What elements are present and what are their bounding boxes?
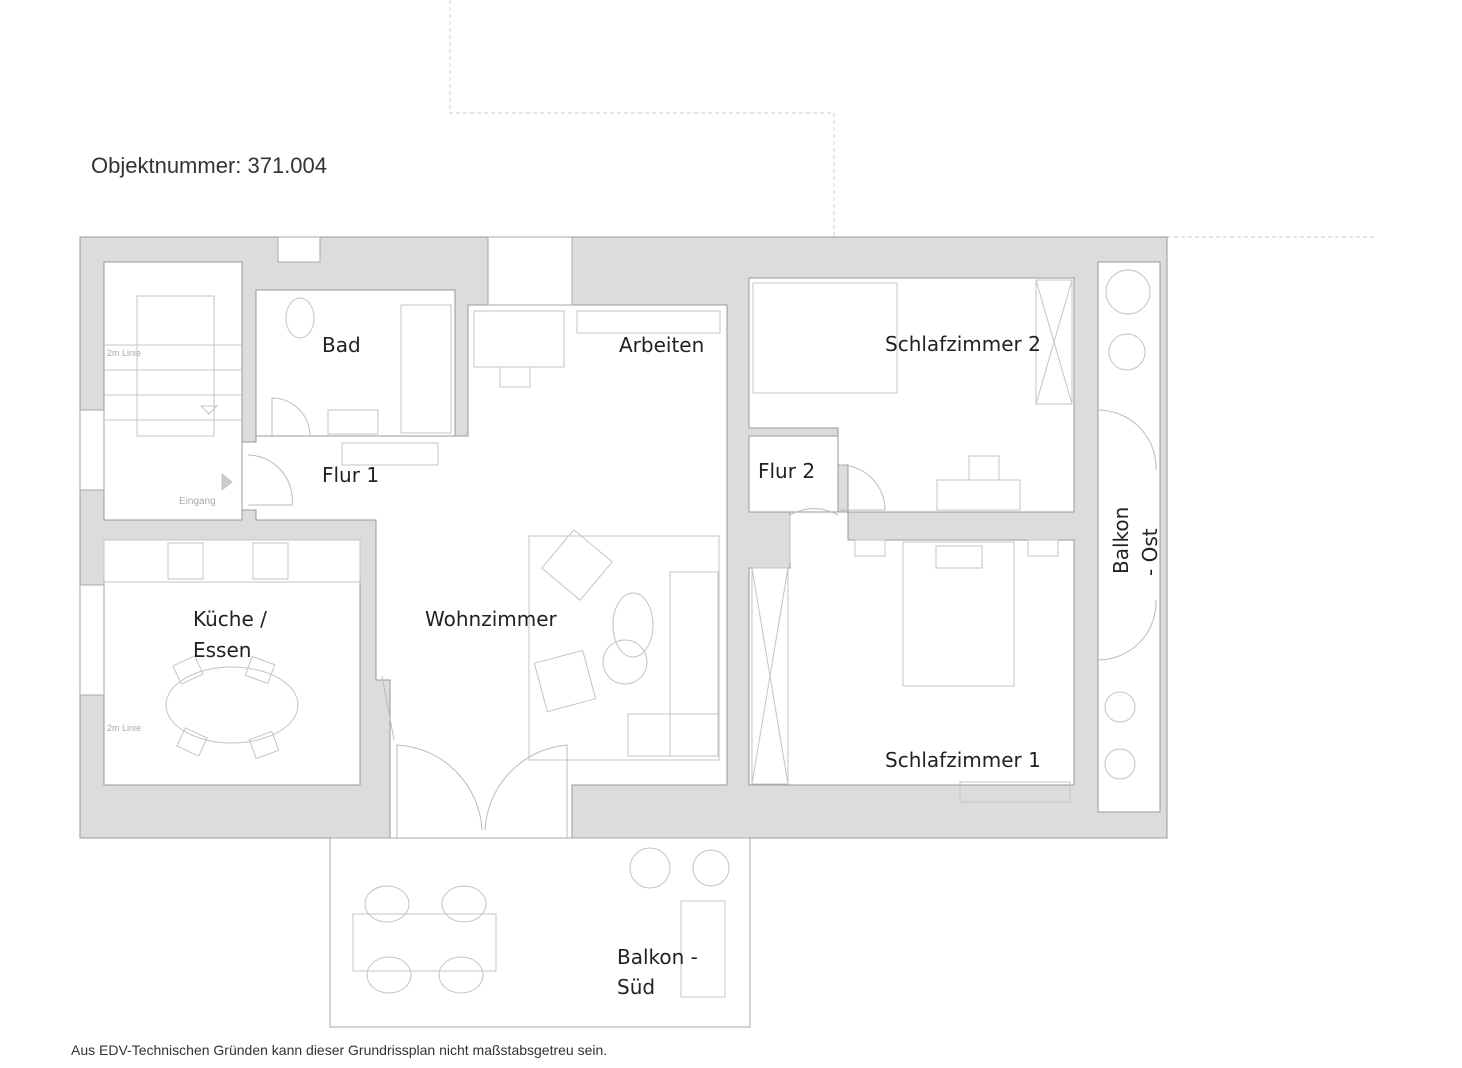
room-schlafzimmer1 xyxy=(748,511,1075,786)
windows xyxy=(79,236,573,696)
label-kueche-1: Küche / xyxy=(193,607,267,631)
disclaimer: Aus EDV-Technischen Gründen kann dieser … xyxy=(71,1042,608,1058)
armchair xyxy=(533,649,597,713)
label-balkon-sued-1: Balkon - xyxy=(617,945,698,969)
room-wohnzimmer xyxy=(241,304,728,839)
entrance-arrow-icon xyxy=(221,472,233,492)
side-table xyxy=(602,639,648,685)
label-flur1: Flur 1 xyxy=(322,463,380,487)
shelf xyxy=(576,310,721,334)
dining-chair xyxy=(248,730,280,760)
pillow xyxy=(935,545,983,569)
label-balkon-ost-1: Balkon xyxy=(1109,506,1133,574)
flur-cabinet xyxy=(341,442,439,466)
label-bad: Bad xyxy=(322,333,361,357)
balcony-stool xyxy=(1104,748,1136,780)
balcony-stool xyxy=(1104,691,1136,723)
toilet xyxy=(285,297,315,339)
plant-icon xyxy=(1105,269,1151,315)
label-arbeiten: Arbeiten xyxy=(619,333,705,357)
furniture xyxy=(103,269,1151,998)
bed xyxy=(752,282,898,394)
kitchen-sink xyxy=(167,542,204,580)
desk-chair xyxy=(499,366,531,388)
sofa-end xyxy=(627,713,719,757)
site-boundary-lines xyxy=(449,0,1375,238)
label-flur2: Flur 2 xyxy=(758,459,816,483)
stove xyxy=(252,542,289,580)
wardrobe xyxy=(1035,279,1073,405)
nightstand xyxy=(1027,539,1059,557)
doors xyxy=(247,397,1157,838)
dining-chair xyxy=(172,655,204,685)
plant-icon xyxy=(629,847,671,889)
label-balkon-sued-2: Süd xyxy=(617,975,656,999)
balkon-sued xyxy=(329,837,751,1028)
balcony-chair xyxy=(366,956,412,994)
sink xyxy=(327,409,379,435)
sideboard xyxy=(959,781,1071,803)
kitchen-line-note: 2m Linie xyxy=(107,723,142,733)
armchair xyxy=(541,529,613,601)
balcony-chair xyxy=(441,885,487,923)
stair-outline xyxy=(136,295,215,437)
room-kueche xyxy=(103,539,361,786)
plant-icon xyxy=(692,849,730,887)
dining-chair xyxy=(244,655,276,685)
coffee-table xyxy=(612,592,654,658)
lounger xyxy=(680,900,726,998)
label-kueche-2: Essen xyxy=(193,638,252,662)
desk-chair xyxy=(968,455,1000,481)
label-balkon-ost-2: - Ost xyxy=(1138,528,1162,576)
rug xyxy=(528,535,720,761)
dining-table xyxy=(165,666,299,744)
dining-chair xyxy=(176,727,208,757)
stair-arrow-icon xyxy=(199,405,219,415)
label-schlafzimmer2: Schlafzimmer 2 xyxy=(885,332,1041,356)
room-flur2 xyxy=(748,435,839,513)
balcony-chair xyxy=(438,956,484,994)
room-bad xyxy=(255,289,456,437)
shower xyxy=(400,304,452,434)
balcony-chair xyxy=(364,885,410,923)
room-interiors xyxy=(103,261,1161,839)
room-schlafzimmer2 xyxy=(748,277,1075,513)
wardrobe xyxy=(751,567,789,785)
stair-line-note: 2m Linie xyxy=(107,348,142,358)
balcony-table xyxy=(352,913,497,972)
balcony-chair xyxy=(1108,333,1146,371)
nightstand xyxy=(854,539,886,557)
bed xyxy=(902,541,1015,687)
entrance-label: Eingang xyxy=(179,496,216,507)
kitchen-counter xyxy=(103,539,361,583)
label-schlafzimmer1: Schlafzimmer 1 xyxy=(885,748,1041,772)
balkon-ost xyxy=(1097,261,1161,813)
label-wohnzimmer: Wohnzimmer xyxy=(425,607,557,631)
stairwell xyxy=(103,261,243,521)
object-number: Objektnummer: 371.004 xyxy=(91,153,328,178)
